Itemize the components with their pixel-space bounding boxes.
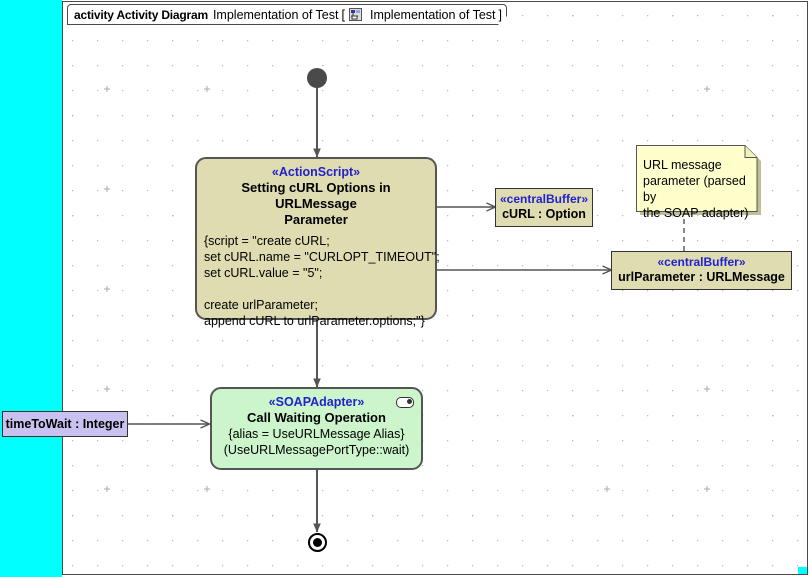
- note-line2: parameter (parsed by: [643, 174, 746, 204]
- soap-body-line1: {alias = UseURLMessage Alias}: [228, 427, 405, 441]
- action-stereotype: «ActionScript»: [271, 165, 361, 179]
- note-line3: the SOAP adapter): [643, 206, 749, 220]
- activity-final-node[interactable]: [308, 533, 327, 552]
- activity-diagram-icon: [348, 8, 362, 21]
- soap-title: Call Waiting Operation: [247, 410, 386, 425]
- frame-title-tab[interactable]: activity Activity Diagram Implementation…: [67, 4, 507, 25]
- frame-name: Implementation of Test: [212, 7, 339, 22]
- parameter-node-label: timeToWait : Integer: [5, 417, 125, 431]
- frame-diagram-ref: Implementation of Test: [369, 7, 496, 22]
- action-node-setting-curl-options[interactable]: «ActionScript» Setting cURL Options in U…: [195, 157, 440, 328]
- note-text: URL message parameter (parsed by the SOA…: [643, 157, 753, 221]
- selection-highlight-strip: [0, 0, 62, 577]
- frame-keyword: activity Activity Diagram: [74, 7, 208, 22]
- port-pin-icon[interactable]: [396, 397, 414, 408]
- action-node-call-waiting-operation[interactable]: «SOAPAdapter» Call Waiting Operation {al…: [210, 387, 423, 470]
- action-title-line1: Setting cURL Options in URLMessage: [241, 180, 391, 211]
- action-title-line2: Parameter: [284, 212, 348, 227]
- comment-note-url-message[interactable]: URL message parameter (parsed by the SOA…: [636, 145, 766, 221]
- buffer-curl-stereotype: «centralBuffer»: [499, 192, 589, 206]
- buffer-curl-title: cURL : Option: [502, 207, 586, 221]
- buffer-urlparameter-title: urlParameter : URLMessage: [618, 270, 785, 284]
- soap-body-line2: (UseURLMessagePortType::wait): [223, 443, 410, 457]
- note-line1: URL message: [643, 158, 722, 172]
- frame-bracket-open: [: [341, 7, 345, 22]
- tab-corner-cut: [497, 16, 507, 25]
- central-buffer-urlparameter[interactable]: «centralBuffer» urlParameter : URLMessag…: [611, 251, 792, 290]
- action-script-body: {script = "create cURL; set cURL.name = …: [204, 234, 440, 328]
- initial-node[interactable]: [307, 68, 327, 88]
- central-buffer-curl[interactable]: «centralBuffer» cURL : Option: [495, 188, 593, 227]
- buffer-urlparameter-stereotype: «centralBuffer»: [657, 255, 746, 269]
- activity-parameter-node-timetowait[interactable]: timeToWait : Integer: [2, 411, 128, 437]
- soap-stereotype: «SOAPAdapter»: [268, 395, 365, 409]
- canvas-corner-marker: [798, 567, 807, 574]
- activity-diagram-frame[interactable]: activity Activity Diagram Implementation…: [62, 1, 808, 575]
